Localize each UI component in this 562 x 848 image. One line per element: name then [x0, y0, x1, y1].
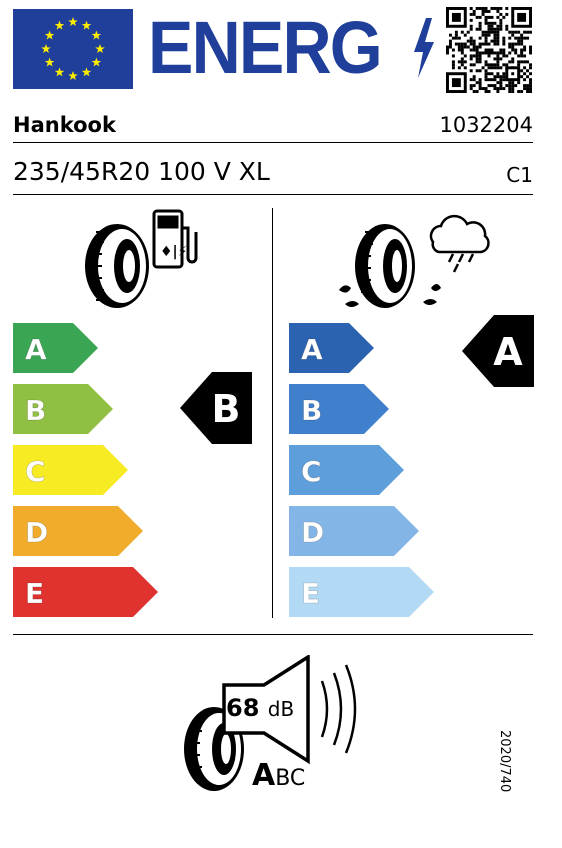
wet-grip-class-d-arrow: D — [289, 506, 419, 556]
fuel-class-d-arrow: D — [13, 506, 143, 556]
eu-star-icon — [44, 57, 55, 67]
noise-value: 68 — [226, 694, 260, 722]
noise-class: ABC — [252, 758, 305, 793]
article-code: 1032204 — [439, 113, 533, 137]
sound-waves-icon — [320, 664, 357, 754]
wet-grip-class-letter: B — [301, 394, 322, 427]
tyre-fuel-icon: ♦|⚡ — [85, 209, 198, 308]
fuel-class-letter: B — [25, 394, 46, 427]
fuel-rating-marker: B — [180, 372, 252, 444]
tyre-icon — [85, 224, 149, 308]
splash-icon — [339, 284, 441, 307]
rain-icon — [447, 253, 475, 273]
noise-value-block: 68 dB — [226, 694, 294, 722]
fuel-class-b-arrow: B — [13, 384, 113, 434]
wet-grip-rating-letter: A — [493, 330, 523, 374]
noise-class-rest: BC — [275, 766, 306, 791]
eu-flag — [13, 9, 133, 89]
speaker-icon — [222, 655, 310, 765]
eu-star-icon — [81, 67, 92, 77]
wet-grip-class-a-arrow: A — [289, 323, 374, 373]
fuel-class-letter: C — [25, 455, 46, 488]
noise-icon — [184, 655, 357, 791]
energy-title: ENERG — [148, 6, 383, 89]
eu-stars-icon — [41, 17, 105, 81]
cloud-icon — [429, 214, 490, 254]
eu-star-icon — [68, 17, 78, 27]
wet-grip-class-e-arrow: E — [289, 567, 434, 617]
tyre-class: C1 — [506, 163, 533, 187]
eu-star-icon — [54, 20, 65, 30]
fuel-rating-letter: B — [212, 387, 241, 431]
divider — [13, 142, 533, 143]
qr-code-icon[interactable] — [446, 7, 532, 93]
noise-unit: dB — [267, 697, 295, 721]
svg-text:♦|⚡: ♦|⚡ — [160, 244, 188, 260]
tyre-size: 235/45R20 100 V XL — [13, 157, 270, 186]
eu-star-icon — [91, 30, 102, 40]
eu-star-icon — [91, 57, 102, 67]
eu-star-icon — [81, 20, 92, 30]
wet-grip-class-letter: D — [301, 516, 324, 549]
noise-class-main: A — [252, 758, 276, 793]
wet-grip-rating-marker: A — [462, 315, 534, 387]
regulation-number: 2020/740 — [497, 730, 512, 793]
wet-grip-class-letter: E — [301, 577, 320, 610]
divider — [13, 634, 533, 635]
vertical-divider — [272, 208, 273, 618]
fuel-class-c-arrow: C — [13, 445, 128, 495]
divider — [13, 194, 533, 195]
eu-star-icon — [68, 71, 78, 81]
eu-star-icon — [54, 67, 65, 77]
eu-star-icon — [44, 30, 55, 40]
wet-grip-class-c-arrow: C — [289, 445, 404, 495]
fuel-pump-icon — [152, 209, 198, 269]
wet-grip-class-letter: A — [301, 333, 323, 366]
tyre-wet-grip-icon — [339, 214, 490, 308]
fuel-class-letter: A — [25, 333, 47, 366]
lightning-bolt-icon — [414, 18, 434, 78]
eu-star-icon — [41, 44, 51, 54]
eu-star-icon — [95, 44, 105, 54]
wet-grip-class-letter: C — [301, 455, 322, 488]
fuel-class-e-arrow: E — [13, 567, 158, 617]
fuel-class-letter: D — [25, 516, 48, 549]
tyre-icon — [355, 224, 415, 308]
wet-grip-class-b-arrow: B — [289, 384, 389, 434]
brand-name: Hankook — [13, 113, 116, 137]
fuel-class-letter: E — [25, 577, 44, 610]
fuel-class-a-arrow: A — [13, 323, 98, 373]
